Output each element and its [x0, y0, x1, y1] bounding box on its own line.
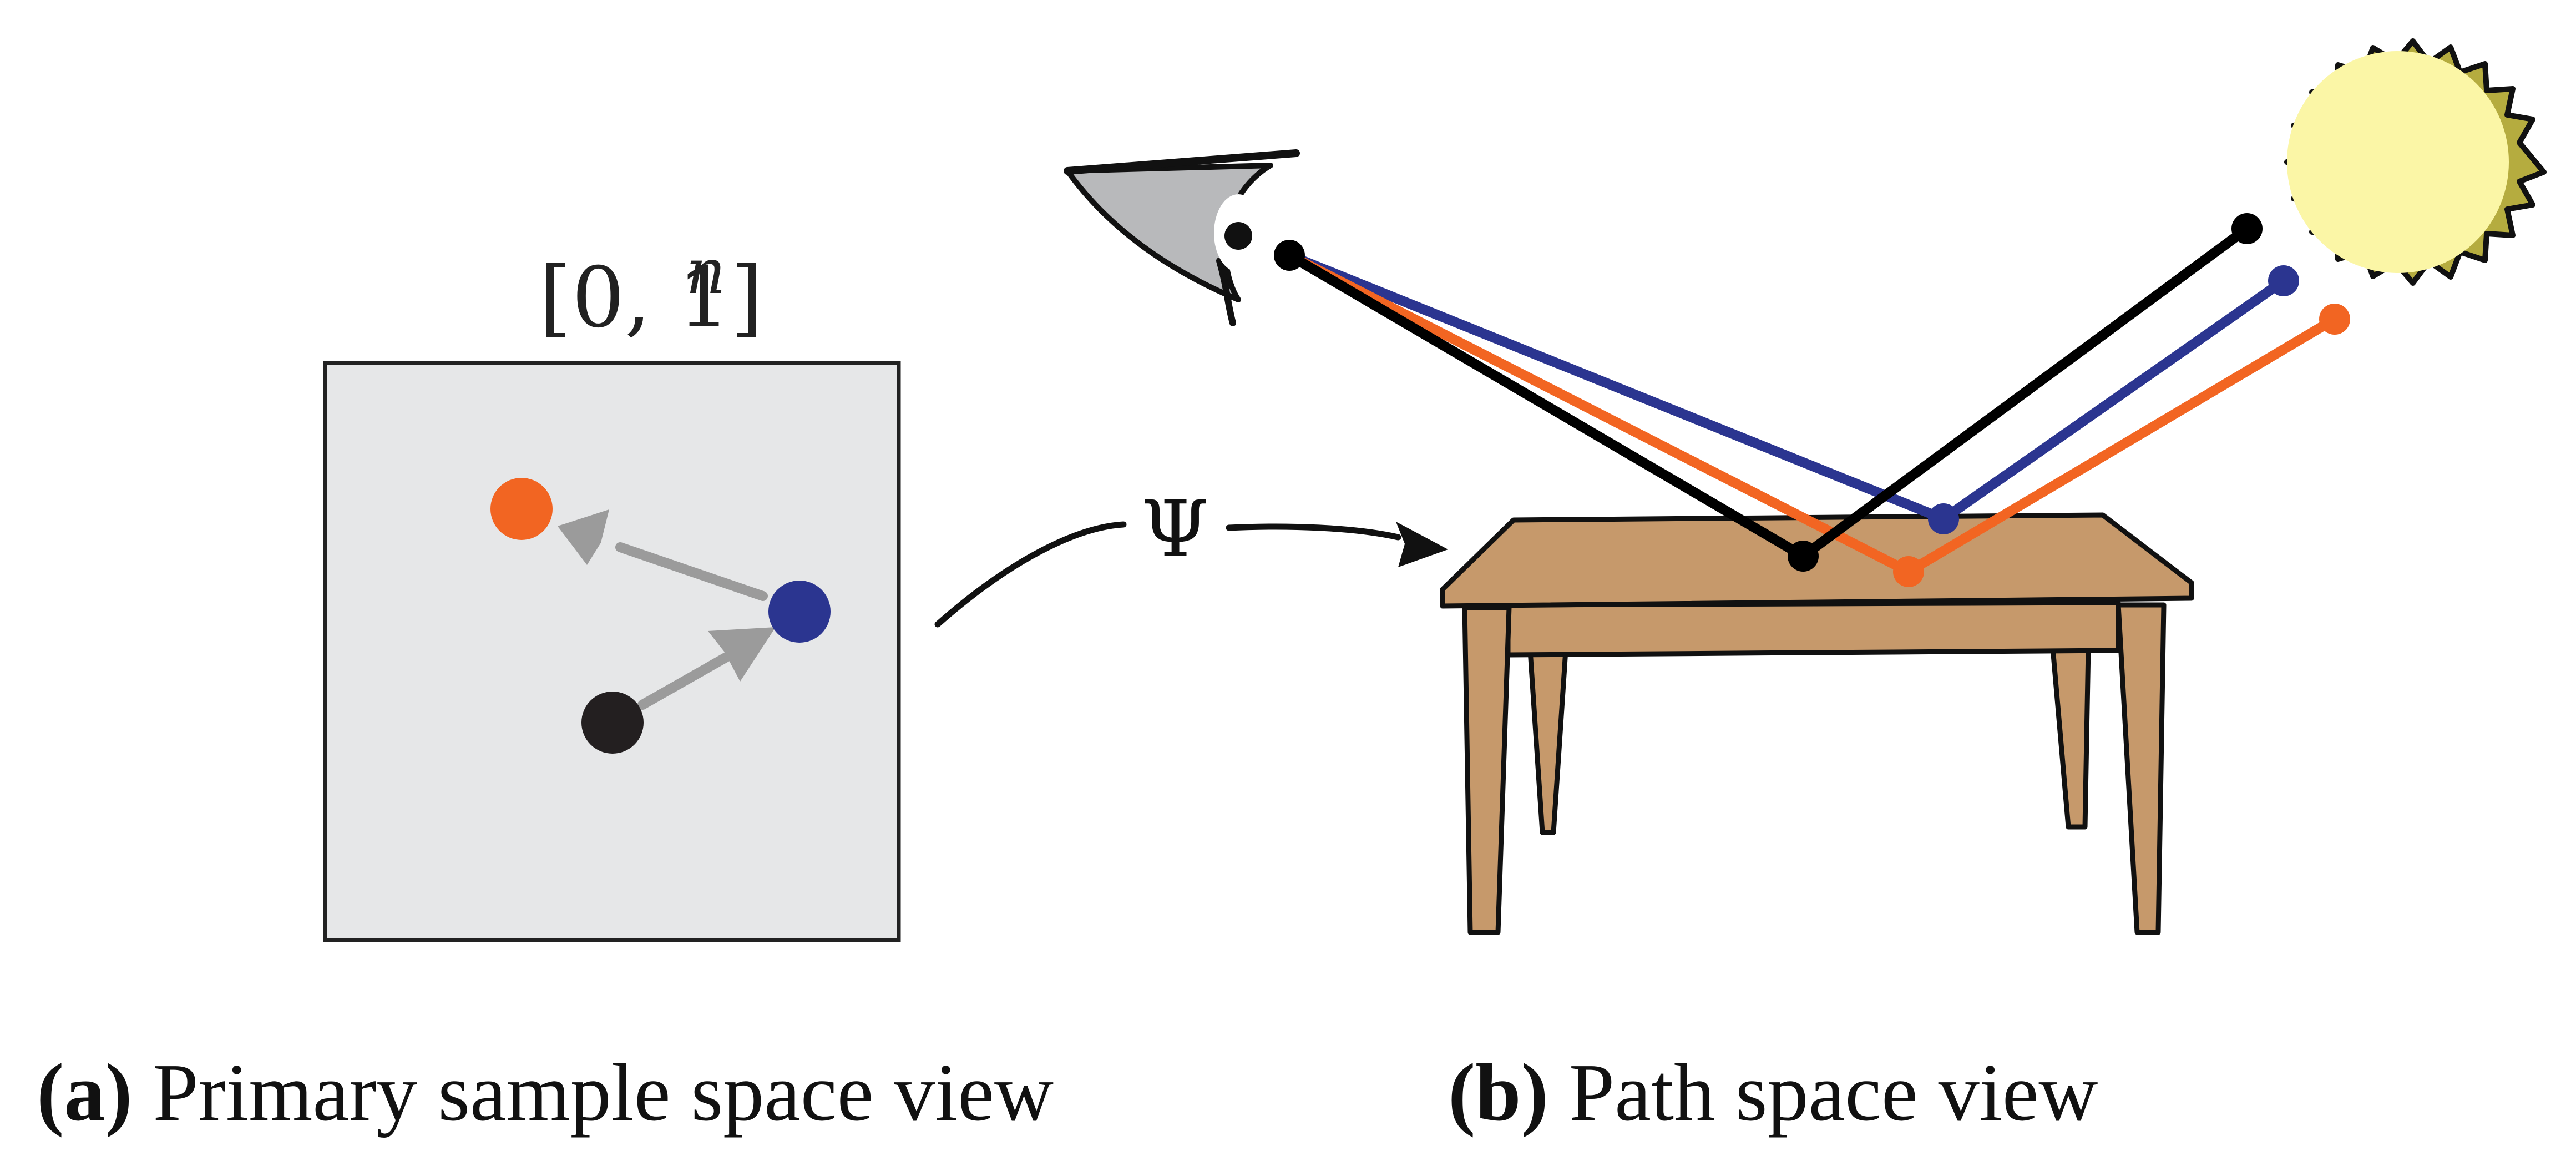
caption-a-text: Primary sample space view: [133, 1047, 1054, 1138]
dimension-exponent: n: [686, 236, 726, 308]
light-vertex-black: [2231, 213, 2263, 244]
eye-icon: [1064, 149, 1300, 326]
light-paths: [1274, 213, 2350, 587]
light-vertex-blue: [2268, 265, 2299, 296]
sun-icon: [2284, 38, 2547, 286]
caption-b-tag: (b): [1448, 1047, 1548, 1138]
sample-point-blue: [768, 581, 831, 643]
eye-upper-lash: [1064, 149, 1300, 175]
light-path-blue: [1287, 250, 2287, 524]
caption-b-text: Path space view: [1548, 1047, 2098, 1138]
mutation-arrow-blue-to-orange: [615, 542, 768, 601]
mapping-curve-tail: [1226, 523, 1401, 541]
table-back-leg-right: [2050, 645, 2091, 830]
eye-pupil: [1224, 222, 1252, 250]
sample-point-black: [581, 692, 644, 754]
mapping-arrowhead: [1396, 522, 1448, 567]
table-apron: [1505, 600, 2121, 658]
unit-hypercube: [323, 361, 901, 942]
light-path-orange: [1287, 250, 2337, 577]
sun-core: [2287, 51, 2509, 273]
sample-point-orange: [490, 478, 553, 540]
caption-a-tag: (a): [37, 1047, 133, 1138]
table-front-leg-left: [1462, 605, 1512, 935]
light-vertex-orange: [2319, 304, 2350, 335]
mutation-arrow-black-to-blue: [637, 647, 740, 710]
surface-vertex-blue: [1928, 503, 1959, 534]
table-front-leg-right: [2116, 602, 2167, 935]
mapping-symbol: Ψ: [1141, 484, 1209, 575]
table-back-leg-left: [1527, 648, 1568, 835]
surface-vertex-black: [1788, 541, 1819, 572]
mapping-curve: [934, 521, 1127, 628]
mutation-arrowhead-blue-to-orange: [558, 509, 609, 565]
unit-hypercube-label: [0, 1]: [539, 250, 763, 346]
light-path-black: [1287, 224, 2250, 561]
eye-lower-lid: [1216, 258, 1236, 326]
mutation-arrowhead-black-to-blue: [708, 627, 776, 682]
table-icon: [1440, 512, 2194, 935]
camera-vertex: [1274, 240, 1305, 271]
caption-a: (a) Primary sample space view: [37, 1047, 1054, 1138]
mapping-psi: Ψ: [934, 484, 1448, 628]
surface-vertex-orange: [1893, 556, 1924, 587]
primary-sample-space-panel: [0, 1] n: [323, 236, 901, 942]
caption-b: (b) Path space view: [1448, 1047, 2098, 1138]
